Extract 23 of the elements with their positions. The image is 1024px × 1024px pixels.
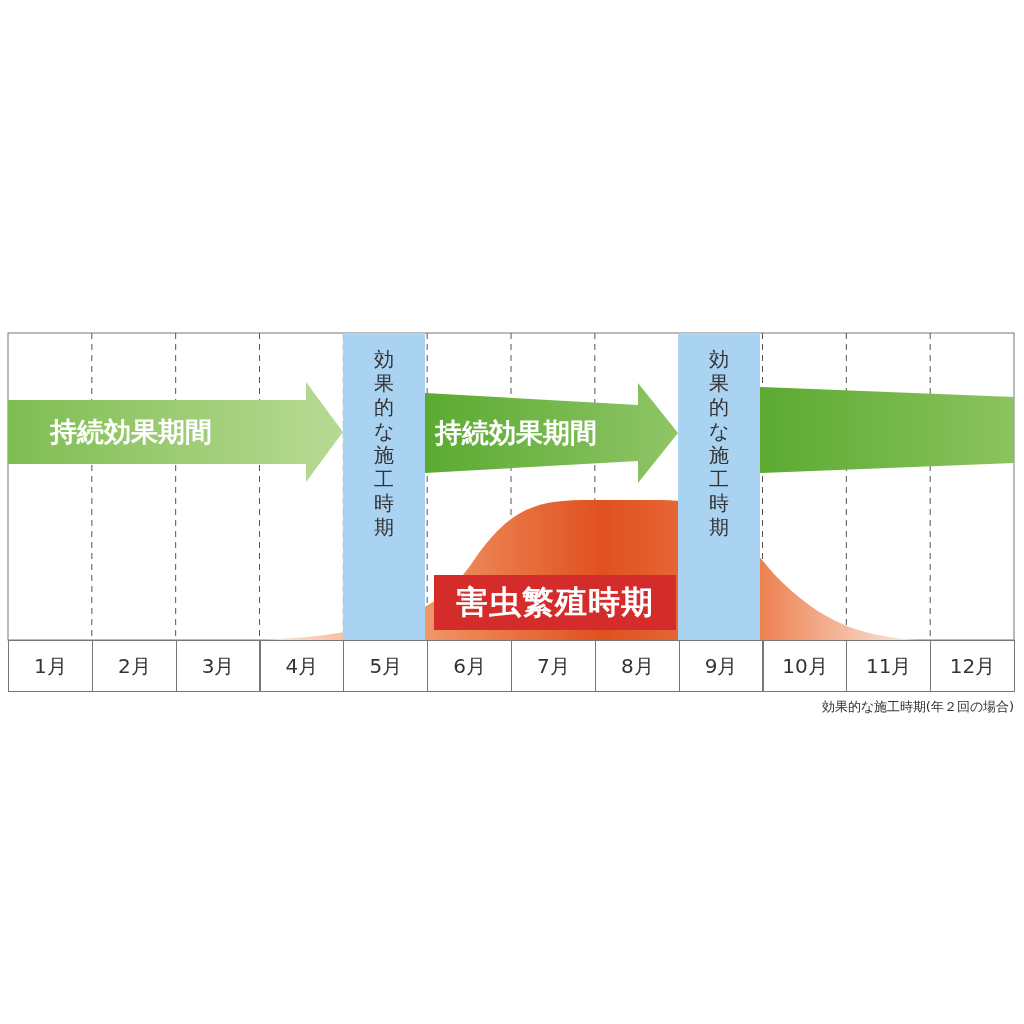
- month-cell: 11月: [846, 640, 932, 692]
- month-cell: 7月: [511, 640, 596, 692]
- period-label: 害虫繁殖時期: [434, 575, 676, 630]
- band-label: 効果的な施工時期: [709, 347, 729, 539]
- month-cell: 10月: [762, 640, 848, 692]
- month-cell: 1月: [8, 640, 93, 692]
- month-cell: 3月: [175, 640, 261, 692]
- time-band: [678, 333, 760, 640]
- month-cell: 6月: [427, 640, 512, 692]
- arrow: [8, 382, 343, 482]
- month-cell: 2月: [91, 640, 177, 692]
- month-cell: 12月: [930, 640, 1015, 692]
- edge-label: 持続効果期間: [50, 418, 212, 445]
- arrow: [425, 383, 678, 483]
- arrow: [760, 387, 1014, 473]
- month-cell: 5月: [343, 640, 429, 692]
- month-cell: 9月: [678, 640, 764, 692]
- edge-label: 持続効果期間: [435, 419, 597, 446]
- caption: 効果的な施工時期(年２回の場合): [821, 698, 1014, 716]
- time-band: [343, 333, 425, 640]
- month-cell: 8月: [594, 640, 680, 692]
- band-label: 効果的な施工時期: [374, 347, 394, 539]
- month-cell: 4月: [259, 640, 345, 692]
